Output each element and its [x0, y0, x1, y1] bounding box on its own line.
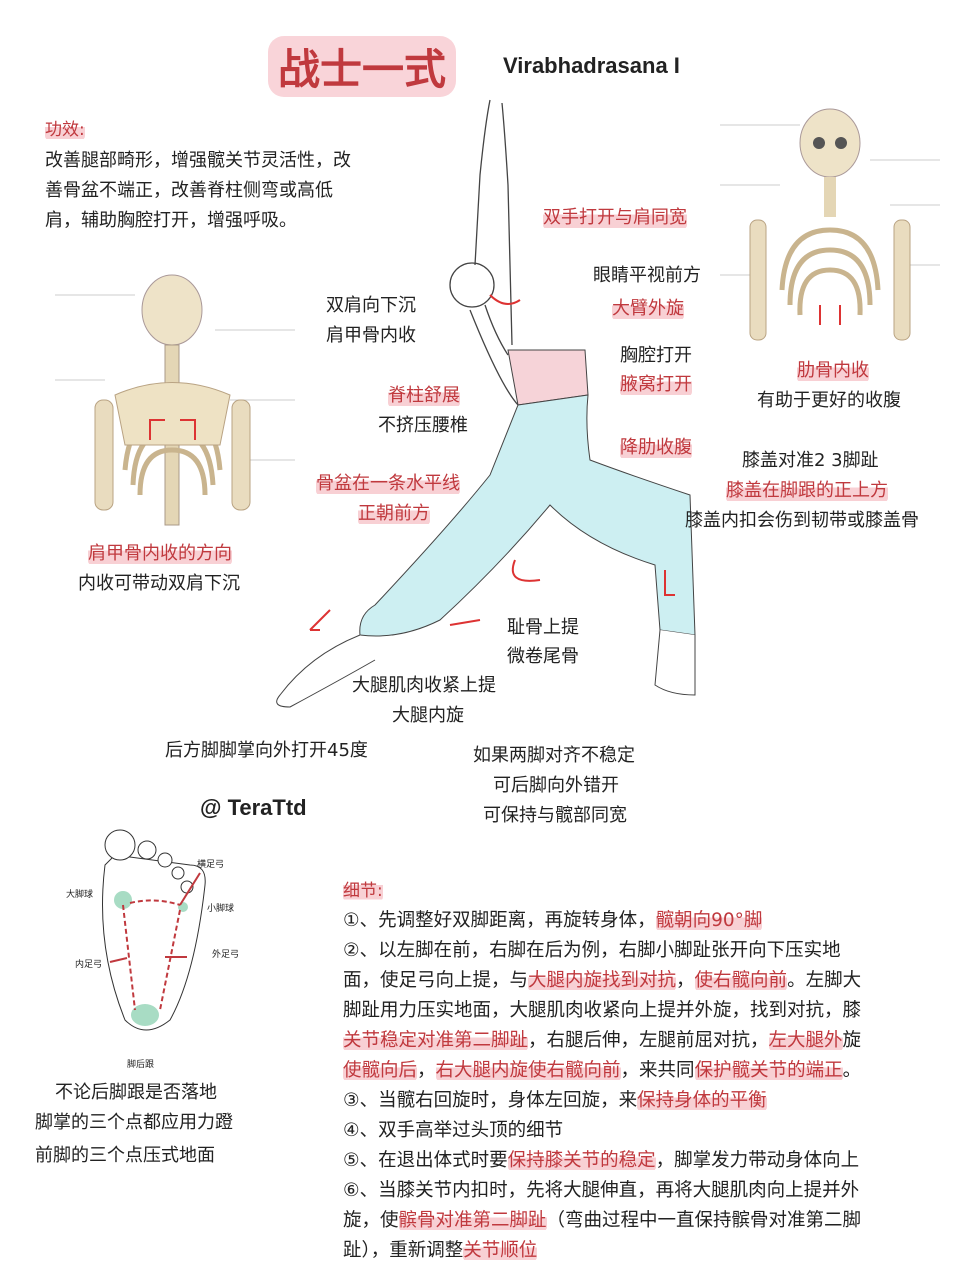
annotation-upper-arm: 大臂外旋 — [612, 298, 684, 320]
details-highlight: 保护髋关节的端正 — [694, 1060, 843, 1081]
annotation-tailbone: 微卷尾骨 — [507, 646, 579, 667]
details-text: （弯曲过程中一直保持髌骨对准第二脚 — [546, 1210, 862, 1231]
annotation-knee-2: 膝盖在脚跟的正上方 — [726, 480, 888, 502]
details-line: ④、双手高举过头顶的细节 — [343, 1116, 563, 1142]
details-highlight: 左大腿外 — [768, 1030, 843, 1051]
author-handle: @ TeraTtd — [200, 795, 307, 820]
benefits-line: 肩，辅助胸腔打开，增强呼吸。 — [45, 210, 297, 231]
details-line: 使髋向后，右大腿内旋使右髋向前，来共同保护髋关节的端正。 — [343, 1056, 861, 1082]
annotation-pelvis-2: 正朝前方 — [358, 503, 430, 525]
foot-label-big-ball: 大脚球 — [66, 890, 94, 900]
details-highlight: 大腿内旋找到对抗 — [528, 970, 677, 991]
details-text: 趾），重新调整 — [343, 1240, 464, 1261]
details-text: ，右腿后伸，左腿前屈对抗， — [528, 1030, 769, 1051]
details-line: 旋，使髌骨对准第二脚趾（弯曲过程中一直保持髌骨对准第二脚 — [343, 1206, 861, 1232]
annotation-shoulders: 双肩向下沉 — [326, 295, 416, 316]
details-text: ， — [417, 1060, 436, 1081]
foot-diagram — [102, 829, 206, 1031]
annotation-knee-1: 膝盖对准2 3脚趾 — [742, 450, 879, 471]
details-text: ，脚掌发力带动身体向上 — [655, 1150, 860, 1171]
foot-caption: 前脚的三个点压式地面 — [35, 1145, 215, 1166]
details-highlight: 髋朝向90°脚 — [655, 910, 763, 931]
details-line: ③、当髋右回旋时，身体左回旋，来保持身体的平衡 — [343, 1086, 767, 1112]
annotation-eyes: 眼睛平视前方 — [593, 265, 701, 286]
details-highlight: 关节稳定对准第二脚趾 — [343, 1030, 529, 1051]
details-line: 趾），重新调整关节顺位 — [343, 1236, 538, 1262]
foot-label-outer-arch: 外足弓 — [212, 950, 240, 960]
details-text: ⑤、在退出体式时要 — [343, 1150, 508, 1171]
annotation-ribs: 肋骨内收 — [797, 360, 869, 382]
annotation-spine-note: 不挤压腰椎 — [378, 415, 468, 436]
annotation-ribs-note: 有助于更好的收腹 — [757, 390, 901, 411]
annotation-pubic: 耻骨上提 — [507, 617, 579, 638]
details-text: 。左脚大 — [787, 970, 862, 991]
benefits-label: 功效: — [45, 120, 85, 141]
foot-label-inner-arch: 内足弓 — [75, 960, 103, 970]
annotation-scapula: 肩甲骨内收 — [326, 325, 416, 346]
annotation-armpit: 腋窝打开 — [620, 374, 692, 396]
details-highlight: 保持膝关节的稳定 — [507, 1150, 656, 1171]
details-highlight: 关节顺位 — [463, 1240, 538, 1261]
page-title: 战士一式 — [268, 36, 457, 97]
details-text: 脚趾用力压实地面，大腿肌肉收紧向上提并外旋，找到对抗，膝 — [343, 1000, 862, 1021]
details-text: 旋 — [842, 1030, 862, 1051]
details-text: ①、先调整好双脚距离，再旋转身体， — [343, 910, 656, 931]
front-skeleton-illustration — [720, 108, 940, 341]
annotation-chest: 胸腔打开 — [620, 345, 692, 366]
details-highlight: 右大腿内旋使右髋向前 — [435, 1060, 621, 1081]
benefits-line: 善骨盆不端正，改善脊柱侧弯或高低 — [45, 180, 333, 201]
details-line: 面，使足弓向上提，与大腿内旋找到对抗，使右髋向前。左脚大 — [343, 966, 861, 992]
foot-caption: 不论后脚跟是否落地 — [55, 1082, 217, 1103]
annotation-back-foot: 后方脚脚掌向外打开45度 — [165, 740, 368, 761]
details-label: 细节: — [343, 876, 383, 901]
annotation-knee-3: 膝盖内扣会伤到韧带或膝盖骨 — [685, 510, 919, 531]
annotation-unstable-2: 可后脚向外错开 — [493, 775, 619, 796]
details-highlight: 使髋向后 — [343, 1060, 418, 1081]
details-text: ②、以左脚在前，右脚在后为例，右脚小脚趾张开向下压实地 — [343, 940, 841, 961]
details-highlight: 髌骨对准第二脚趾 — [398, 1210, 547, 1231]
warrior-pose-figure — [276, 99, 696, 708]
details-text: 旋，使 — [343, 1210, 399, 1231]
annotation-hands: 双手打开与肩同宽 — [543, 207, 687, 229]
annotation-thigh-2: 大腿内旋 — [392, 705, 464, 726]
details-text: 面，使足弓向上提，与 — [343, 970, 529, 991]
annotation-scapula-note: 内收可带动双肩下沉 — [78, 573, 240, 594]
details-text: ， — [676, 970, 695, 991]
details-line: ①、先调整好双脚距离，再旋转身体，髋朝向90°脚 — [343, 906, 763, 932]
details-text: ③、当髋右回旋时，身体左回旋，来 — [343, 1090, 638, 1111]
pose-sanskrit-name: Virabhadrasana I — [503, 53, 680, 78]
foot-label-small-ball: 小脚球 — [207, 904, 235, 914]
details-highlight: 使右髋向前 — [694, 970, 788, 991]
annotation-scapula-direction: 肩甲骨内收的方向 — [88, 543, 232, 565]
annotation-spine: 脊柱舒展 — [388, 385, 460, 407]
details-text: ，来共同 — [620, 1060, 695, 1081]
details-text: ④、双手高举过头顶的细节 — [343, 1120, 564, 1141]
details-line: ⑤、在退出体式时要保持膝关节的稳定，脚掌发力带动身体向上 — [343, 1146, 859, 1172]
annotation-pelvis-1: 骨盆在一条水平线 — [316, 473, 460, 495]
annotation-thigh-1: 大腿肌肉收紧上提 — [352, 675, 496, 696]
annotation-unstable-3: 可保持与髋部同宽 — [483, 805, 627, 826]
details-line: 关节稳定对准第二脚趾，右腿后伸，左腿前屈对抗，左大腿外旋 — [343, 1026, 861, 1052]
foot-caption: 脚掌的三个点都应用力蹬 — [35, 1112, 233, 1133]
benefits-line: 改善腿部畸形，增强髋关节灵活性，改 — [45, 150, 351, 171]
details-highlight: 保持身体的平衡 — [637, 1090, 767, 1111]
details-text: 。 — [842, 1060, 862, 1081]
details-line: ②、以左脚在前，右脚在后为例，右脚小脚趾张开向下压实地 — [343, 936, 841, 962]
foot-label-heel: 脚后跟 — [127, 1060, 155, 1070]
annotation-lower-ribs: 降肋收腹 — [620, 437, 692, 459]
foot-label-transverse-arch: 横足弓 — [197, 860, 225, 870]
details-text: ⑥、当膝关节内扣时，先将大腿伸直，再将大腿肌肉向上提并外 — [343, 1180, 860, 1201]
back-skeleton-illustration — [55, 274, 295, 526]
details-line: ⑥、当膝关节内扣时，先将大腿伸直，再将大腿肌肉向上提并外 — [343, 1176, 859, 1202]
annotation-unstable-1: 如果两脚对齐不稳定 — [473, 745, 635, 766]
details-line: 脚趾用力压实地面，大腿肌肉收紧向上提并外旋，找到对抗，膝 — [343, 996, 861, 1022]
